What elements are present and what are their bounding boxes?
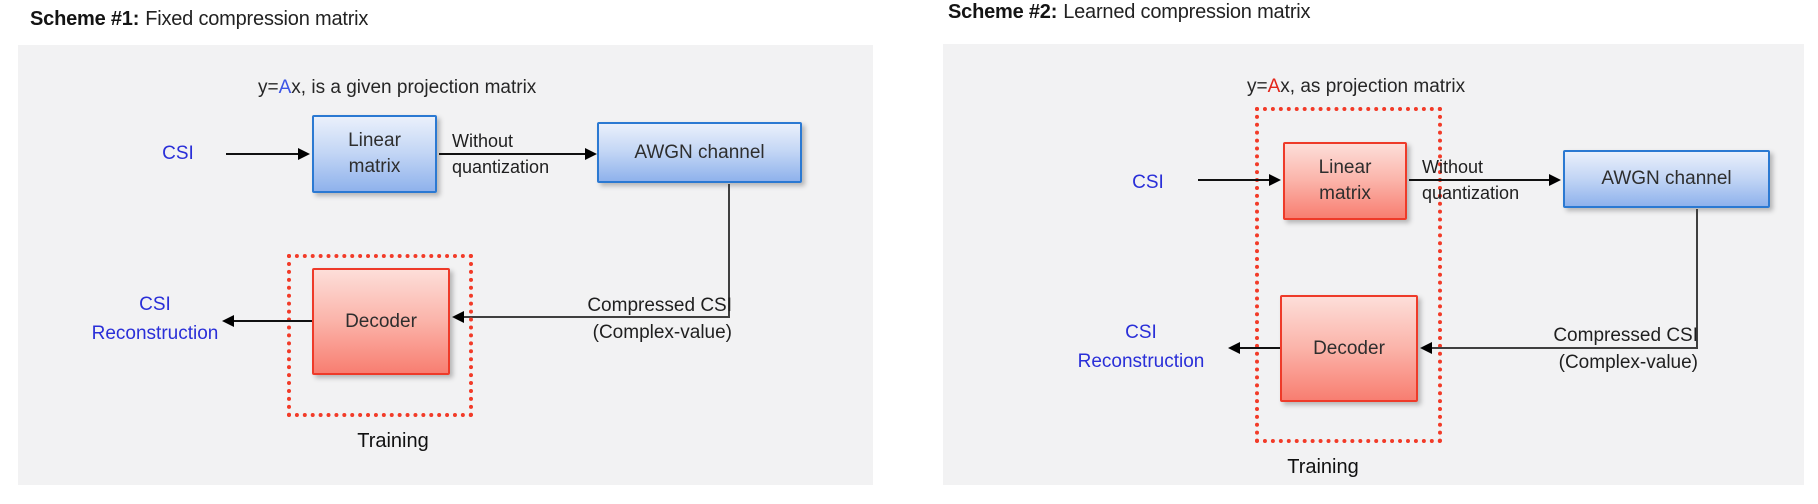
scheme2-formula-suffix: x, as projection matrix — [1280, 76, 1466, 97]
scheme1-output-arrowhead-icon — [222, 315, 234, 327]
scheme1-title-rest: Fixed compression matrix — [145, 8, 369, 30]
scheme2-output-arrow-shaft — [1240, 347, 1280, 349]
scheme1-formula-prefix: y= — [258, 77, 279, 98]
scheme1-decoder-in-arrowhead-icon — [452, 311, 464, 323]
scheme1-title-bold: Scheme #1: — [30, 8, 140, 30]
scheme2-formula: y=Ax, as projection matrix — [1247, 76, 1465, 98]
scheme1-title: Scheme #1:Fixed compression matrix — [30, 8, 368, 31]
scheme1-without-label: Without — [452, 131, 514, 151]
scheme1-csi-input-label: CSI — [162, 143, 194, 164]
scheme2-linear-matrix-box: Linear matrix — [1283, 142, 1407, 220]
scheme2-csi-input-label: CSI — [1132, 172, 1164, 193]
scheme2-without-label: Without — [1422, 157, 1484, 177]
scheme2-compressed-csi-line1: Compressed CSI — [1553, 325, 1698, 346]
scheme2-decoder-label: Decoder — [1313, 337, 1385, 359]
scheme1-output-arrow-shaft — [234, 320, 312, 322]
scheme2-decoder-box: Decoder — [1280, 295, 1418, 402]
scheme2-csi-reconstruction-label: CSI Reconstruction — [1066, 318, 1216, 376]
scheme1-formula: y=Ax, is a given projection matrix — [258, 77, 536, 99]
scheme1-input-arrowhead-icon — [298, 148, 310, 160]
scheme2-quantization-label: quantization — [1422, 183, 1520, 203]
scheme2-quantization-arrowhead-icon — [1549, 174, 1561, 186]
scheme1-decoder-label: Decoder — [345, 310, 417, 332]
scheme1-linear-matrix-box: Linear matrix — [312, 115, 437, 193]
scheme2-quantization-arrow-shaft — [1409, 179, 1549, 181]
scheme2-training-region — [1255, 107, 1442, 443]
scheme1-training-region — [287, 254, 473, 417]
scheme2-output-line1: CSI — [1125, 322, 1157, 343]
scheme1-connector-horizontal — [464, 316, 730, 318]
scheme2-formula-prefix: y= — [1247, 76, 1268, 97]
scheme1-training-label: Training — [357, 430, 429, 452]
scheme2-awgn-channel-label: AWGN channel — [1601, 168, 1732, 189]
scheme2-input-arrow-shaft — [1198, 179, 1269, 181]
scheme1-formula-var: A — [278, 77, 292, 98]
scheme2-panel — [943, 44, 1804, 485]
scheme2-output-arrowhead-icon — [1228, 342, 1240, 354]
scheme2-linear-matrix-label: Linear matrix — [1319, 155, 1372, 207]
scheme2-connector-vertical — [1696, 209, 1698, 348]
scheme2-title-rest: Learned compression matrix — [1063, 1, 1311, 23]
scheme1-awgn-channel-label: AWGN channel — [634, 141, 765, 163]
scheme1-awgn-channel-box: AWGN channel — [597, 122, 802, 183]
scheme2-input-arrowhead-icon — [1269, 174, 1281, 186]
scheme2-linear-matrix-line1: Linear — [1318, 157, 1372, 178]
scheme1-linear-matrix-line2: matrix — [348, 156, 401, 177]
scheme2-output-line2: Reconstruction — [1077, 351, 1205, 372]
scheme1-output-line1: CSI — [139, 294, 171, 315]
scheme1-output-line2: Reconstruction — [91, 323, 219, 344]
scheme2-connector-horizontal — [1432, 347, 1698, 349]
scheme2-formula-var: A — [1267, 76, 1281, 97]
scheme2-compressed-csi-label: Compressed CSI (Complex-value) — [1504, 322, 1698, 376]
scheme2-awgn-channel-box: AWGN channel — [1563, 150, 1770, 208]
scheme2-training-label: Training — [1287, 456, 1359, 478]
scheme1-compressed-csi-label: Compressed CSI (Complex-value) — [538, 292, 732, 346]
scheme1-compressed-csi-line2: (Complex-value) — [592, 322, 732, 343]
scheme1-linear-matrix-line1: Linear — [348, 130, 401, 151]
scheme1-quantization-arrow-shaft — [439, 153, 585, 155]
scheme1-input-arrow-shaft — [226, 153, 298, 155]
scheme1-quantization-label: quantization — [452, 157, 550, 177]
scheme2-decoder-in-arrowhead-icon — [1420, 342, 1432, 354]
scheme2-linear-matrix-line2: matrix — [1319, 183, 1371, 204]
scheme1-formula-suffix: x, is a given projection matrix — [291, 77, 537, 98]
scheme1-quantization-arrowhead-icon — [585, 148, 597, 160]
scheme1-compressed-csi-line1: Compressed CSI — [587, 295, 732, 316]
scheme1-connector-vertical — [728, 184, 730, 318]
scheme1-linear-matrix-label: Linear matrix — [348, 128, 401, 180]
scheme1-panel — [18, 45, 873, 485]
scheme2-compressed-csi-line2: (Complex-value) — [1558, 352, 1698, 373]
scheme1-csi-reconstruction-label: CSI Reconstruction — [80, 290, 230, 348]
scheme2-title: Scheme #2:Learned compression matrix — [948, 1, 1311, 24]
scheme1-decoder-box: Decoder — [312, 268, 450, 375]
scheme2-title-bold: Scheme #2: — [948, 1, 1058, 23]
